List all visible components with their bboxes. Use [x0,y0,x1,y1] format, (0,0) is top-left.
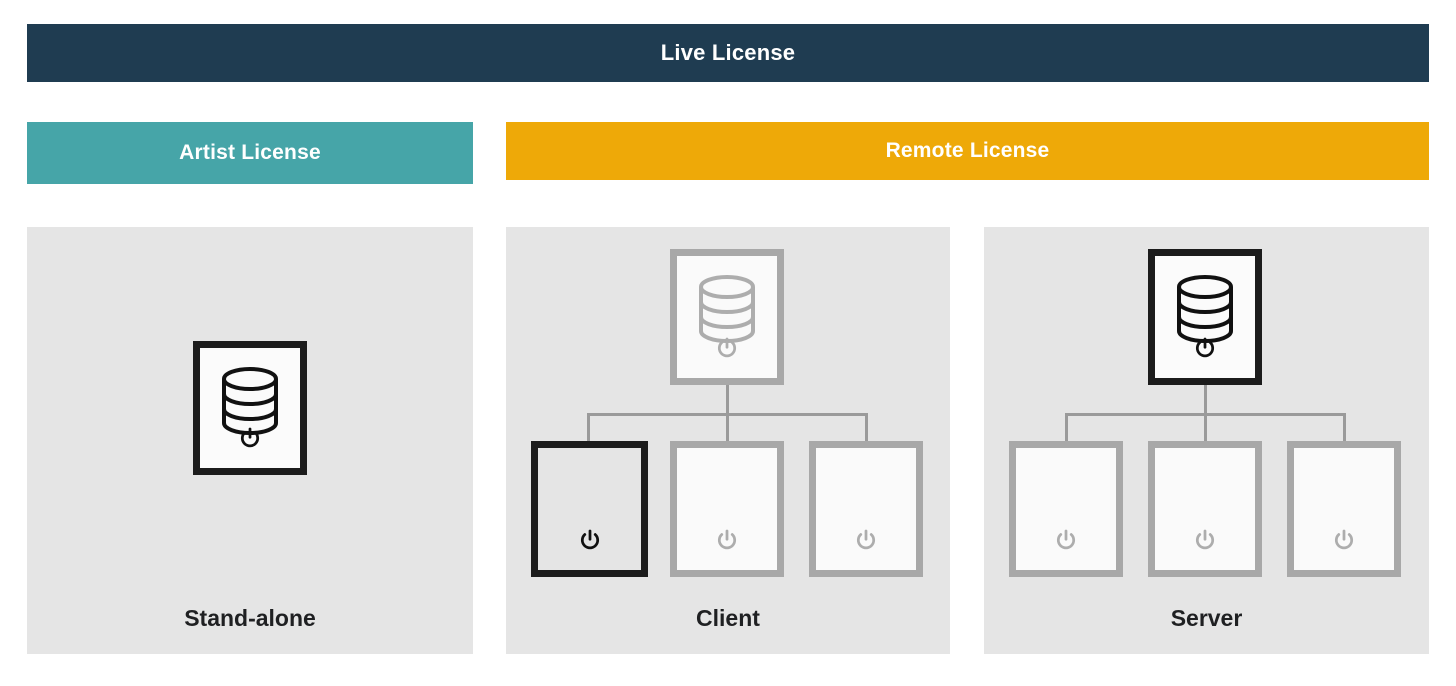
connector-drop-center [726,413,729,443]
panel-stand-alone-label: Stand-alone [184,605,316,631]
power-icon [579,529,601,556]
power-icon [1055,529,1077,556]
connector-drop-center [1204,413,1207,443]
banner-live-license-label: Live License [660,40,796,65]
power-icon [239,427,261,454]
panel-stand-alone: Stand-alone [27,227,473,654]
banner-artist-license: Artist License [27,122,473,184]
power-icon [1194,337,1216,364]
node-server-workstation-2 [1148,441,1262,577]
power-icon [716,337,738,364]
power-icon [855,529,877,556]
connector-drop-right [1343,413,1346,443]
node-server-primary [1148,249,1262,385]
banner-remote-license-label: Remote License [885,139,1050,162]
node-client-workstation-1 [531,441,648,577]
banner-live-license: Live License [27,24,1429,82]
node-client-server [670,249,784,385]
panel-client: Client [506,227,950,654]
panel-client-label: Client [696,605,760,631]
panel-server-label: Server [1170,605,1243,631]
node-client-workstation-2 [670,441,784,577]
panel-server: Server [984,227,1429,654]
connector-drop-left [1065,413,1068,443]
node-client-workstation-3 [809,441,923,577]
node-server-workstation-3 [1287,441,1401,577]
power-icon [1333,529,1355,556]
connector-drop-left [587,413,590,443]
power-icon [1194,529,1216,556]
node-standalone-server [193,341,307,475]
node-server-workstation-1 [1009,441,1123,577]
power-icon [716,529,738,556]
connector-drop-right [865,413,868,443]
banner-remote-license: Remote License [506,122,1429,180]
banner-artist-license-label: Artist License [179,141,321,164]
